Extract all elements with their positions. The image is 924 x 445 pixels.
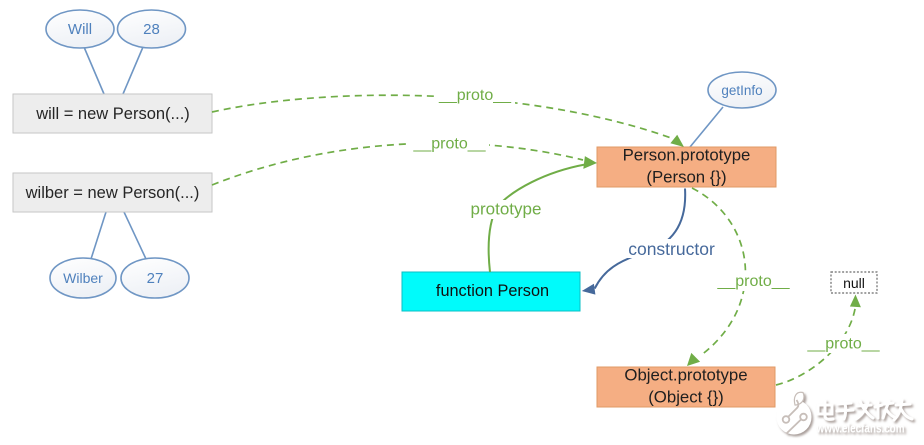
svg-text:Will: Will (68, 21, 92, 38)
svg-text:Wilber: Wilber (63, 270, 103, 286)
svg-text:www.elecfans.com: www.elecfans.com (816, 421, 905, 436)
svg-text:(Object {}): (Object {}) (648, 387, 724, 406)
svg-text:__proto__: __proto__ (716, 273, 790, 290)
svg-text:null: null (843, 275, 865, 291)
svg-text:will = new Person(...): will = new Person(...) (35, 105, 190, 123)
svg-text:Object.prototype: Object.prototype (624, 365, 747, 384)
svg-text:wilber = new Person(...): wilber = new Person(...) (25, 184, 200, 202)
svg-text:__proto__: __proto__ (806, 336, 880, 353)
svg-text:getInfo: getInfo (721, 83, 762, 98)
svg-text:prototype: prototype (471, 200, 542, 219)
svg-text:__proto__: __proto__ (438, 87, 512, 104)
svg-text:27: 27 (147, 270, 164, 287)
svg-text:(Person {}): (Person {}) (646, 167, 726, 186)
svg-text:Person.prototype: Person.prototype (623, 145, 751, 164)
svg-text:constructor: constructor (628, 239, 715, 259)
svg-text:__proto__: __proto__ (412, 136, 486, 153)
svg-text:28: 28 (143, 21, 160, 38)
svg-text:function Person: function Person (436, 282, 549, 300)
